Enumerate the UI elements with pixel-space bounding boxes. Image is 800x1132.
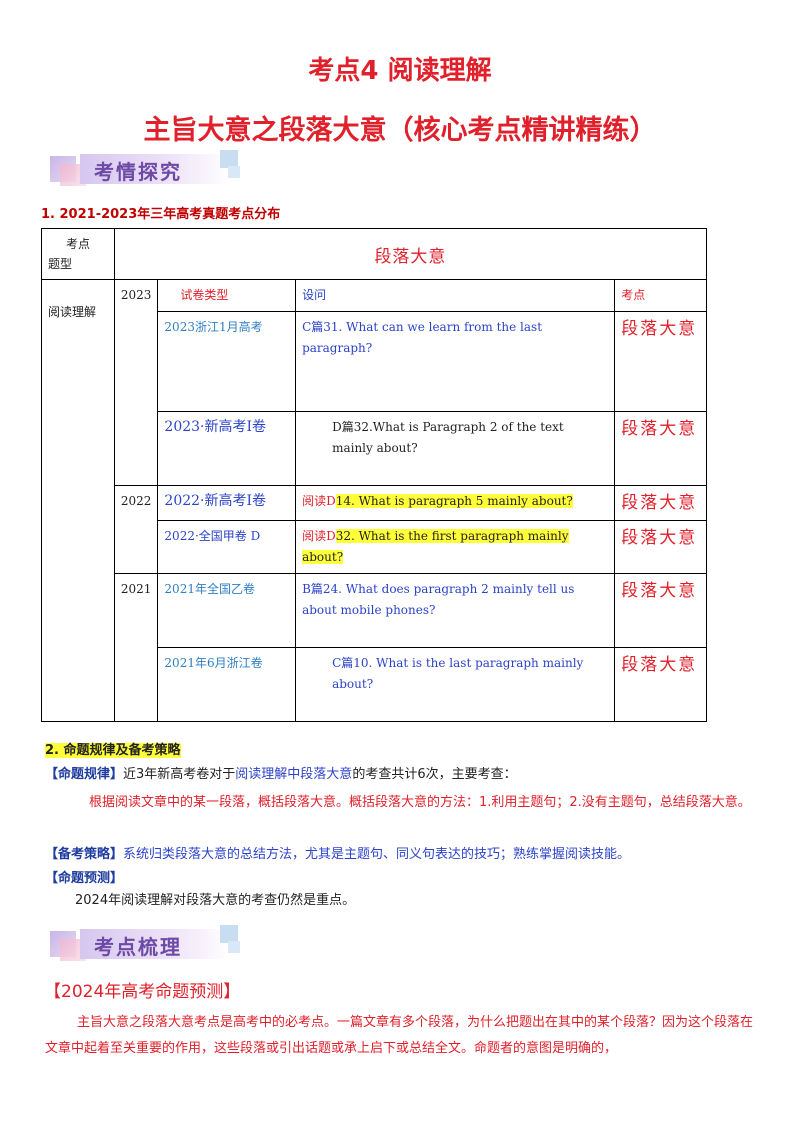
page-title: 考点4 阅读理解 [308,56,492,86]
corner-top-label: 考点 [66,237,91,251]
question-prefix: 阅读D [302,494,336,508]
table-row: 2022·全国甲卷 D 阅读D32. What is the first par… [42,520,707,574]
col-paper-label: 试卷类型 [180,288,229,302]
section-banner-1: 考情探究 [50,150,240,188]
point-cell: 段落大意 [621,528,698,548]
corner-bottom-label: 题型 [48,257,73,271]
paper-cell: 2022·新高考I卷 [164,493,267,509]
year-2022: 2022 [113,485,159,574]
banner-label: 考情探究 [94,160,182,184]
row-type-cell: 阅读理解 [41,279,115,722]
page-subtitle: 主旨大意之段落大意（核心考点精讲精练） [143,115,657,146]
forecast-heading: 【2024年高考命题预测】 [44,982,241,1002]
exam-distribution-table: 考点 题型 段落大意 阅读理解 2023 试卷类型 设问 考点 2023浙江1月… [41,228,708,722]
table-row: 2021年6月浙江卷 C篇10. What is the last paragr… [42,647,707,722]
strategy-label: 【备考策略】 [45,847,124,862]
question-cell: D篇32.What is Paragraph 2 of the text mai… [332,420,564,455]
question-cell: C篇10. What is the last paragraph mainly … [332,656,584,691]
rule-text-a: 近3年新高考卷对于 [123,767,236,782]
strategy-text: 系统归类段落大意的总结方法，尤其是主题句、同义句表达的技巧；熟练掌握阅读技能。 [123,847,631,862]
forecast-label: 【命题预测】 [45,871,124,886]
paper-cell: 2021年全国乙卷 [164,582,255,596]
point-cell: 段落大意 [621,319,698,339]
year-2023: 2023 [113,279,159,486]
paper-cell: 2023·新高考I卷 [164,419,267,435]
table-row: 2023浙江1月高考 C篇31. What can we learn from … [42,311,707,412]
question-cell: 14. What is paragraph 5 mainly about? [335,494,573,508]
col-question-label: 设问 [302,288,327,302]
col-header-paper: 试卷类型 [157,279,297,312]
col-header-point: 考点 [614,279,707,312]
point-cell: 段落大意 [621,419,698,439]
rule-text-b: 的考查共计6次，主要考查： [352,767,517,782]
year-2021: 2021 [113,573,159,722]
col-header-question: 设问 [295,279,616,312]
rule-detail: 根据阅读文章中的某一段落，概括段落大意。概括段落大意的方法：1.利用主题句；2.… [89,795,751,810]
topic-header: 段落大意 [113,228,708,280]
table-row: 2021 2021年全国乙卷 B篇24. What does paragraph… [42,573,707,722]
rule-text-link: 阅读理解中段落大意 [235,767,353,782]
paper-cell: 2023浙江1月高考 [164,320,263,334]
col-point-label: 考点 [621,288,646,302]
table-row: 2023·新高考I卷 D篇32.What is Paragraph 2 of t… [42,411,707,486]
rule-label: 【命题规律】 [45,767,124,782]
paper-cell: 2021年6月浙江卷 [164,656,263,670]
table-row: 2022 2022·新高考I卷 阅读D14. What is paragraph… [42,485,707,574]
question-cell: 32. What is the first paragraph mainly a… [302,529,569,564]
point-cell: 段落大意 [621,655,698,675]
section2-heading: 2. 命题规律及备考策略 [45,743,181,758]
paper-cell: 2022·全国甲卷 D [164,529,261,543]
year-label: 2022 [120,494,152,508]
forecast-text: 2024年阅读理解对段落大意的考查仍然是重点。 [75,893,356,908]
point-cell: 段落大意 [621,493,698,513]
question-prefix: 阅读D [302,529,336,543]
corner-cell: 考点 题型 [41,228,115,280]
year-label: 2023 [120,288,152,302]
row-type-label: 阅读理解 [48,305,97,319]
banner-label: 考点梳理 [94,935,182,959]
forecast-paragraph: 主旨大意之段落大意考点是高考中的必考点。一篇文章有多个段落，为什么把题出在其中的… [45,1015,754,1056]
question-cell: B篇24. What does paragraph 2 mainly tell … [302,582,575,617]
section-heading: 1. 2021-2023年三年高考真题考点分布 [41,207,281,222]
point-cell: 段落大意 [621,581,698,601]
section-banner-2: 考点梳理 [50,925,240,963]
year-label: 2021 [120,582,152,596]
question-cell: C篇31. What can we learn from the last pa… [302,320,543,355]
